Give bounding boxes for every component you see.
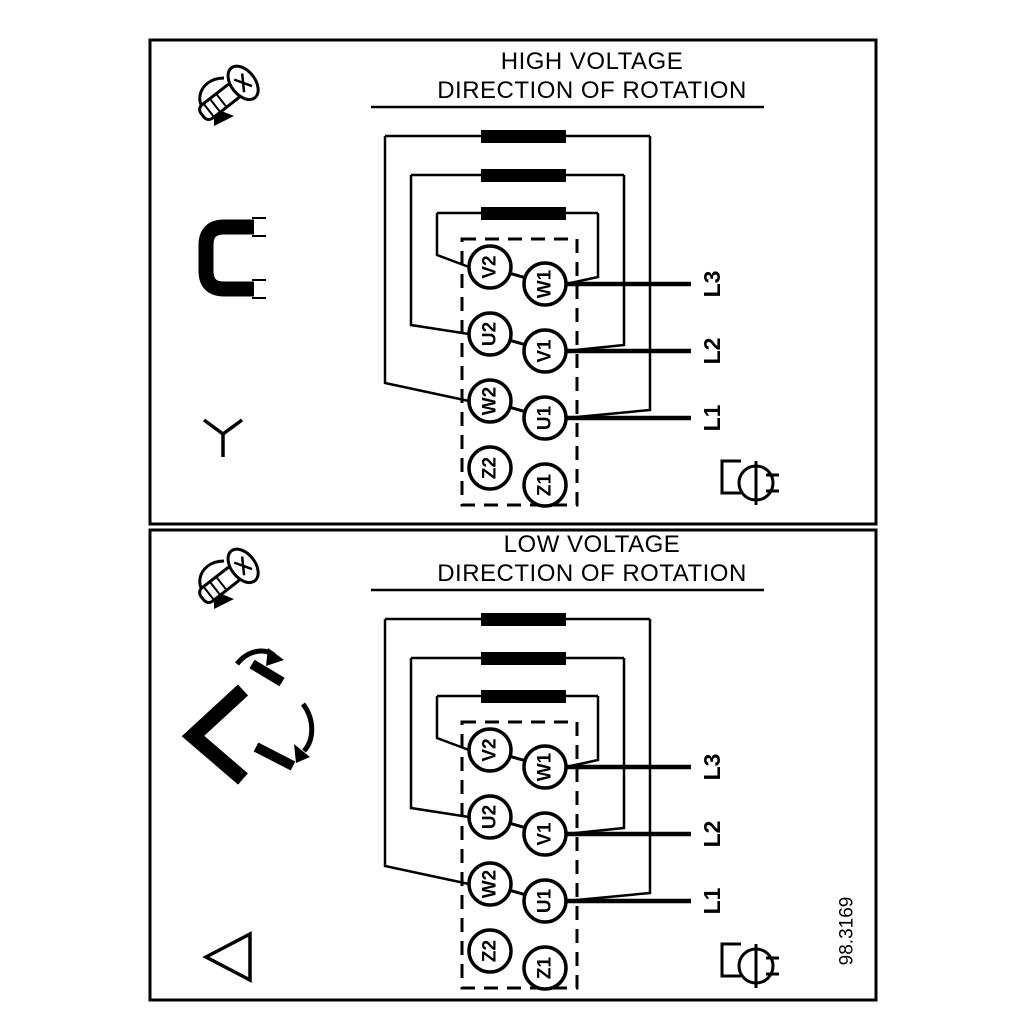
terminal-board-wiring-low [371, 590, 779, 989]
terminal-label-U2: U2 [480, 805, 501, 829]
delta-jumper-icon [181, 648, 315, 785]
low-voltage-panel-border [148, 528, 878, 1002]
terminal-label-V2: V2 [480, 738, 501, 761]
supply-label-L2: L2 [699, 821, 725, 848]
terminal-label-W1: W1 [535, 752, 556, 781]
high-panel-supply-labels: L3 L2 L1 [699, 271, 725, 432]
supply-label-L1: L1 [699, 404, 725, 431]
terminal-label-W1: W1 [535, 269, 556, 298]
high-voltage-panel-border [148, 38, 878, 526]
supply-label-L2: L2 [699, 338, 725, 365]
delta-icon [202, 931, 252, 983]
terminal-label-V1: V1 [535, 822, 556, 846]
low-panel-supply-labels: L3 L2 L1 [699, 754, 725, 915]
terminal-label-V1: V1 [535, 339, 556, 363]
terminal-label-Z2: Z2 [480, 940, 501, 962]
low-panel-title-line1: LOW VOLTAGE [504, 531, 681, 558]
supply-label-L3: L3 [699, 754, 725, 781]
terminal-label-Z1: Z1 [535, 956, 556, 979]
terminal-label-W2: W2 [480, 387, 501, 416]
screw-icon-high [188, 58, 266, 132]
terminal-board-wiring-high [371, 107, 779, 506]
high-panel-title-line2: DIRECTION OF ROTATION [437, 77, 747, 104]
terminal-label-U1: U1 [535, 888, 556, 913]
supply-label-L3: L3 [699, 271, 725, 298]
high-panel-title-line1: HIGH VOLTAGE [501, 48, 683, 75]
terminal-label-U1: U1 [535, 405, 556, 430]
low-voltage-panel: LOW VOLTAGE DIRECTION OF ROTATION V2 U2 … [148, 528, 878, 1002]
terminal-label-Z1: Z1 [535, 473, 556, 496]
terminal-label-V2: V2 [480, 255, 501, 278]
high-voltage-panel: HIGH VOLTAGE DIRECTION OF ROTATION V2 U2… [148, 38, 878, 526]
terminal-label-W2: W2 [480, 870, 501, 899]
high-panel-terminal-labels: V2 U2 W2 Z2 W1 V1 U1 Z1 [480, 255, 556, 496]
terminal-label-U2: U2 [480, 322, 501, 346]
supply-label-L1: L1 [699, 887, 725, 914]
low-panel-title-line2: DIRECTION OF ROTATION [437, 560, 747, 587]
low-panel-terminal-labels: V2 U2 W2 Z2 W1 V1 U1 Z1 [480, 738, 556, 979]
figure-number: 98.3169 [837, 897, 858, 966]
screw-icon-low [188, 541, 266, 615]
bridge-jumper-icon [198, 217, 266, 299]
star-icon [202, 418, 244, 457]
terminal-label-Z2: Z2 [480, 457, 501, 479]
